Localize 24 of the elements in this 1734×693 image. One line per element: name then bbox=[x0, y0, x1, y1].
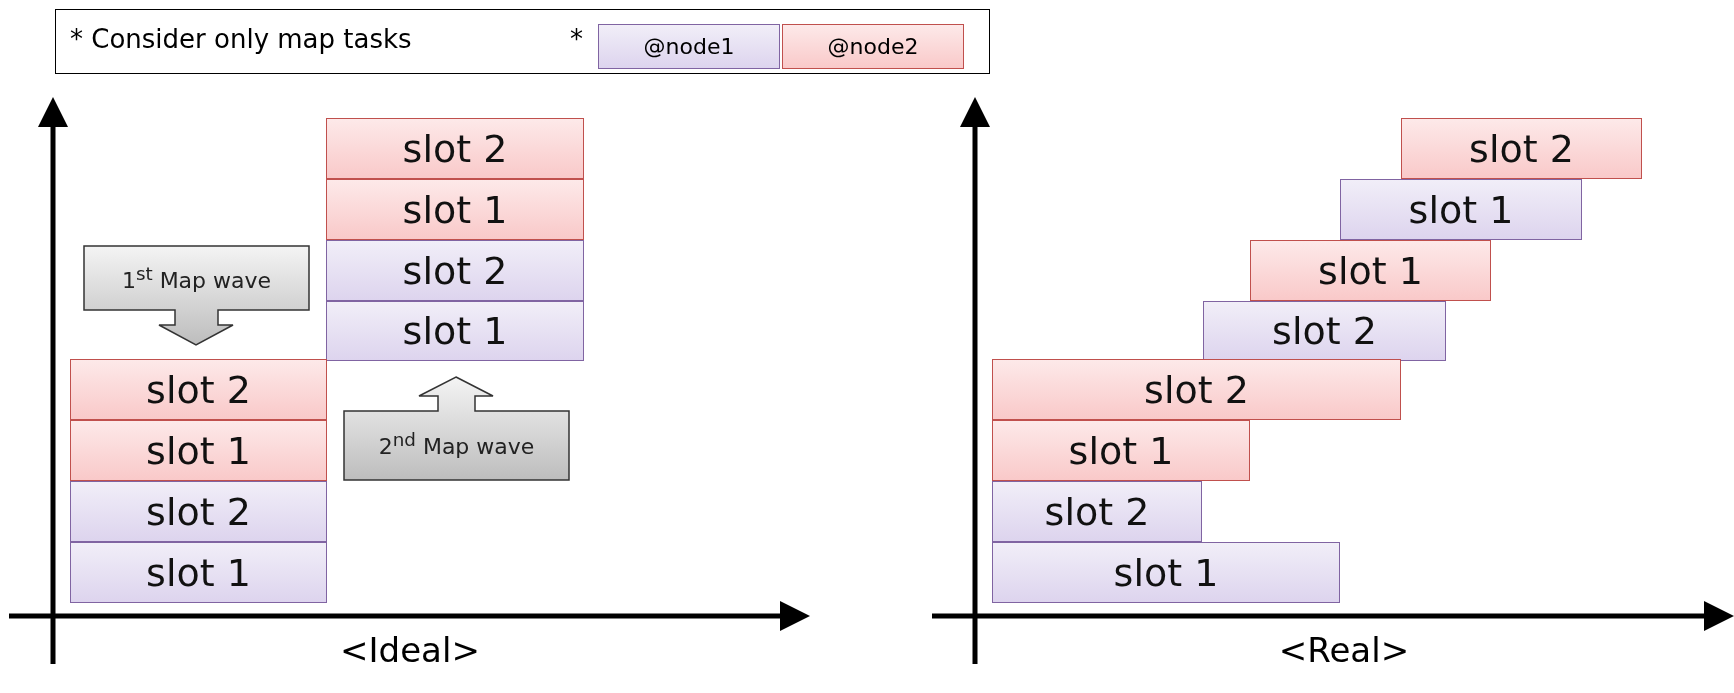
task-bar: slot 1 bbox=[70, 420, 327, 481]
note-text: * bbox=[570, 24, 583, 54]
legend-key: @node1 bbox=[598, 24, 780, 69]
task-bar: slot 1 bbox=[1250, 240, 1491, 301]
callout-text: 1$^{st}$ Map wave bbox=[120, 263, 273, 294]
task-bar: slot 1 bbox=[992, 542, 1340, 603]
task-bar: slot 2 bbox=[1203, 301, 1446, 361]
note-text: * Consider only map tasks bbox=[70, 24, 412, 54]
task-bar: slot 1 bbox=[992, 420, 1250, 481]
task-bar: slot 2 bbox=[326, 118, 584, 179]
chart-caption: <Ideal> bbox=[339, 630, 481, 670]
task-bar: slot 2 bbox=[326, 240, 584, 301]
task-bar: slot 2 bbox=[70, 359, 327, 420]
task-bar: slot 1 bbox=[1340, 179, 1582, 240]
task-bar: slot 2 bbox=[992, 481, 1202, 542]
chart-caption: <Real> bbox=[1277, 630, 1411, 670]
task-bar: slot 1 bbox=[70, 542, 327, 603]
task-bar: slot 2 bbox=[1401, 118, 1642, 179]
task-bar: slot 2 bbox=[992, 359, 1401, 420]
task-bar: slot 2 bbox=[70, 481, 327, 542]
task-bar: slot 1 bbox=[326, 179, 584, 240]
legend-key: @node2 bbox=[782, 24, 964, 69]
callout-text: 2$^{nd}$ Map wave bbox=[377, 429, 536, 460]
task-bar: slot 1 bbox=[326, 301, 584, 361]
